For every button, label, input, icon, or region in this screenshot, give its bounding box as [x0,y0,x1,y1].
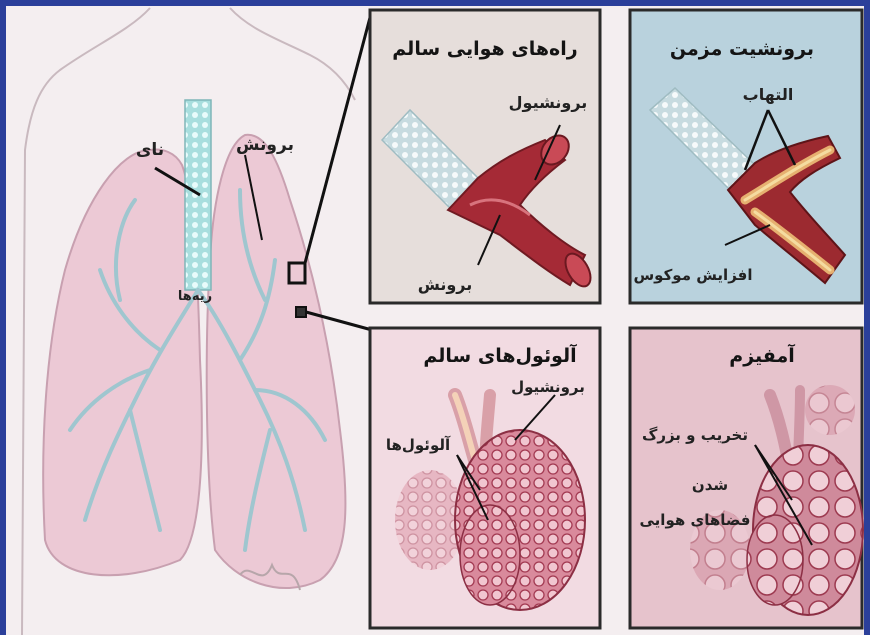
panel-emphysema: آمفیزم تخریب و بزرگ شدن فضاهای هوایی [630,328,863,628]
panel-healthy-alveoli: آلوئول‌های سالم برونشیول آلوئول‌ها [370,328,600,628]
lung-label: ریه‌ها [178,289,212,304]
panel-healthy-airways: راه‌های هوایی سالم برونشیول برونش [370,10,600,303]
bronchus-label: برونش [236,135,294,155]
emphysema-damage-line3: فضاهای هوایی [640,511,751,529]
healthy-alveoli-title: آلوئول‌های سالم [423,343,577,367]
mucus-label: افزایش موکوس [633,266,752,284]
healthy-airways-title: راه‌های هوایی سالم [392,38,577,60]
panel-chronic-bronchitis: برونشیت مزمن التهاب افزایش موکوس [630,10,862,303]
emphysema-title: آمفیزم [729,343,795,367]
bronchitis-title: برونشیت مزمن [670,38,814,60]
alveoli-bronchiole-label: برونشیول [511,378,585,396]
zoom-marker-alveoli [296,307,306,317]
emphysema-damage-line2: شدن [692,476,728,494]
emphysema-damage-line1: تخریب و بزرگ [642,426,748,444]
trachea-label: نای [136,140,164,160]
inflammation-label: التهاب [743,85,794,104]
healthy-bronchus-label: برونش [418,275,473,294]
alveoli-label: آلوئول‌ها [386,436,451,454]
healthy-bronchiole-label: برونشیول [509,93,588,112]
